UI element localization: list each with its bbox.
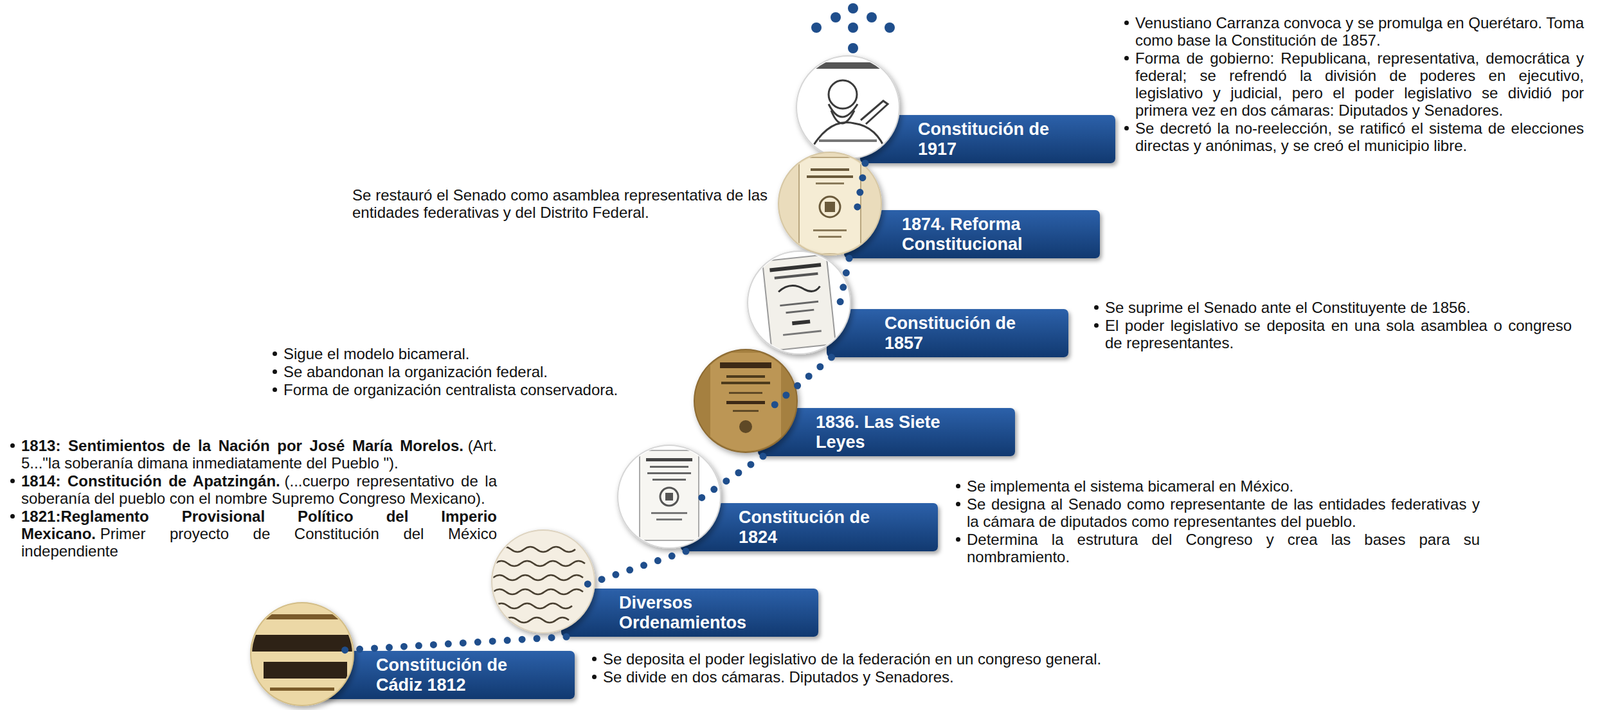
note-paragraph: Determina la estrutura del Congreso y cr… bbox=[953, 530, 1480, 566]
bullet-dot bbox=[10, 443, 15, 449]
note-paragraph: 1821:Reglamento Provisional Político del… bbox=[8, 507, 497, 560]
note-text: Se designa al Senado como representante … bbox=[966, 495, 1480, 531]
timeline-box: Diversos Ordenamientos bbox=[561, 588, 819, 638]
note-text: Sigue el modelo bicameral. bbox=[283, 345, 470, 363]
note-paragraph: Se designa al Senado como representante … bbox=[953, 495, 1480, 531]
note-paragraph: El poder legislativo se deposita en una … bbox=[1092, 316, 1572, 352]
timeline-title: Constitución de 1917 bbox=[917, 119, 1073, 159]
document-illustration bbox=[249, 602, 359, 706]
note-text: Se restauró el Senado como asamblea repr… bbox=[352, 186, 768, 222]
bullet-dot bbox=[272, 369, 278, 375]
timeline-dots bbox=[331, 637, 567, 652]
decor-dot bbox=[830, 12, 841, 23]
note-paragraph: Forma de organización centralista conser… bbox=[270, 381, 676, 399]
note-text: Forma de organización centralista conser… bbox=[283, 381, 618, 399]
timeline-dots bbox=[856, 163, 866, 211]
document-illustration bbox=[747, 251, 851, 355]
decor-dot bbox=[847, 22, 859, 33]
note-paragraph: Sigue el modelo bicameral. bbox=[270, 345, 676, 363]
note-block: Venustiano Carranza convoca y se promulg… bbox=[1122, 14, 1584, 155]
decor-dots bbox=[811, 3, 895, 54]
note-paragraph: 1813: Sentimientos de la Nación por José… bbox=[8, 437, 497, 472]
note-text: Se decretó la no-reelección, se ratificó… bbox=[1135, 119, 1584, 155]
bullet-dot bbox=[10, 514, 15, 519]
decor-dot bbox=[811, 22, 822, 33]
note-paragraph: Se divide en dos cámaras. Diputados y Se… bbox=[590, 668, 1230, 686]
note-paragraph: Venustiano Carranza convoca y se promulg… bbox=[1122, 14, 1584, 49]
bullet-dot bbox=[592, 656, 597, 662]
timeline-dots bbox=[574, 551, 686, 589]
note-text: Se divide en dos cámaras. Diputados y Se… bbox=[602, 668, 954, 686]
bullet-dot bbox=[1094, 305, 1099, 310]
timeline-title: Constitución de 1857 bbox=[884, 313, 1039, 353]
note-block: Sigue el modelo bicameral.Se abandonan l… bbox=[270, 345, 676, 400]
decor-dot bbox=[884, 22, 895, 33]
bullet-dot bbox=[955, 537, 961, 542]
timeline-title: 1874. Reforma Constitucional bbox=[901, 214, 1057, 254]
note-text: 1814: Constitución de Apatzingán. bbox=[21, 472, 281, 490]
note-paragraph: Forma de gobierno: Republicana, represen… bbox=[1122, 49, 1584, 119]
timeline-box: Constitución de 1824 bbox=[680, 503, 938, 552]
note-text: Se implementa el sistema bicameral en Mé… bbox=[966, 477, 1294, 495]
note-paragraph: 1814: Constitución de Apatzingán.(...cue… bbox=[8, 472, 497, 508]
note-text: Forma de gobierno: Republicana, represen… bbox=[1135, 49, 1584, 119]
note-paragraph: Se suprime el Senado ante el Constituyen… bbox=[1092, 298, 1572, 317]
note-text: Se deposita el poder legislativo de la f… bbox=[602, 650, 1102, 668]
bullet-dot bbox=[1094, 323, 1099, 328]
note-text: El poder legislativo se deposita en una … bbox=[1105, 316, 1572, 352]
bullet-dot bbox=[1124, 125, 1129, 131]
note-block: 1813: Sentimientos de la Nación por José… bbox=[8, 437, 497, 561]
decor-dot bbox=[847, 3, 859, 14]
note-block: Se implementa el sistema bicameral en Mé… bbox=[953, 477, 1480, 567]
bullet-dot bbox=[592, 674, 597, 680]
bullet-dot bbox=[955, 502, 961, 507]
timeline-box: Constitución de Cádiz 1812 bbox=[318, 651, 575, 700]
note-text: Se suprime el Senado ante el Constituyen… bbox=[1105, 298, 1471, 317]
note-block: Se restauró el Senado como asamblea repr… bbox=[352, 186, 768, 222]
timeline-title: Constitución de Cádiz 1812 bbox=[376, 655, 531, 695]
note-paragraph: Se deposita el poder legislativo de la f… bbox=[590, 650, 1230, 668]
note-paragraph: Se implementa el sistema bicameral en Mé… bbox=[953, 477, 1480, 495]
bullet-dot bbox=[272, 387, 278, 393]
document-illustration bbox=[694, 349, 798, 453]
timeline-box: 1874. Reforma Constitucional bbox=[844, 210, 1100, 259]
note-text: Determina la estrutura del Congreso y cr… bbox=[966, 530, 1480, 566]
document-illustration bbox=[778, 152, 882, 256]
note-paragraph: Se restauró el Senado como asamblea repr… bbox=[352, 186, 768, 222]
timeline-title: Constitución de 1824 bbox=[738, 507, 893, 548]
decor-dot bbox=[866, 12, 877, 23]
note-block: Se deposita el poder legislativo de la f… bbox=[590, 650, 1230, 687]
note-text: Venustiano Carranza convoca y se promulg… bbox=[1135, 14, 1584, 49]
note-paragraph: Se decretó la no-reelección, se ratificó… bbox=[1122, 119, 1584, 155]
document-illustration bbox=[617, 445, 721, 549]
timeline-dots bbox=[838, 258, 850, 310]
bullet-dot bbox=[1124, 20, 1129, 26]
bullet-dot bbox=[272, 351, 278, 357]
bullet-dot bbox=[1124, 55, 1129, 61]
timeline-dots bbox=[770, 357, 832, 409]
decor-dot bbox=[847, 43, 859, 54]
bullet-dot bbox=[955, 484, 961, 489]
portrait-illustration bbox=[796, 55, 900, 159]
timeline-title: 1836. Las Siete Leyes bbox=[815, 412, 971, 452]
note-block: Se suprime el Senado ante el Constituyen… bbox=[1092, 298, 1572, 353]
note-text: Se abandonan la organización federal. bbox=[283, 363, 548, 381]
manuscript-illustration bbox=[491, 530, 595, 634]
timeline-dots bbox=[693, 456, 764, 504]
timeline-box: Constitución de 1917 bbox=[860, 115, 1116, 164]
timeline-title: Diversos Ordenamientos bbox=[619, 593, 774, 633]
timeline-box: Constitución de 1857 bbox=[826, 309, 1069, 358]
timeline-box: 1836. Las Siete Leyes bbox=[757, 408, 1016, 457]
note-text: 1813: Sentimientos de la Nación por José… bbox=[21, 437, 464, 455]
note-paragraph: Se abandonan la organización federal. bbox=[270, 363, 676, 381]
bullet-dot bbox=[10, 478, 15, 484]
